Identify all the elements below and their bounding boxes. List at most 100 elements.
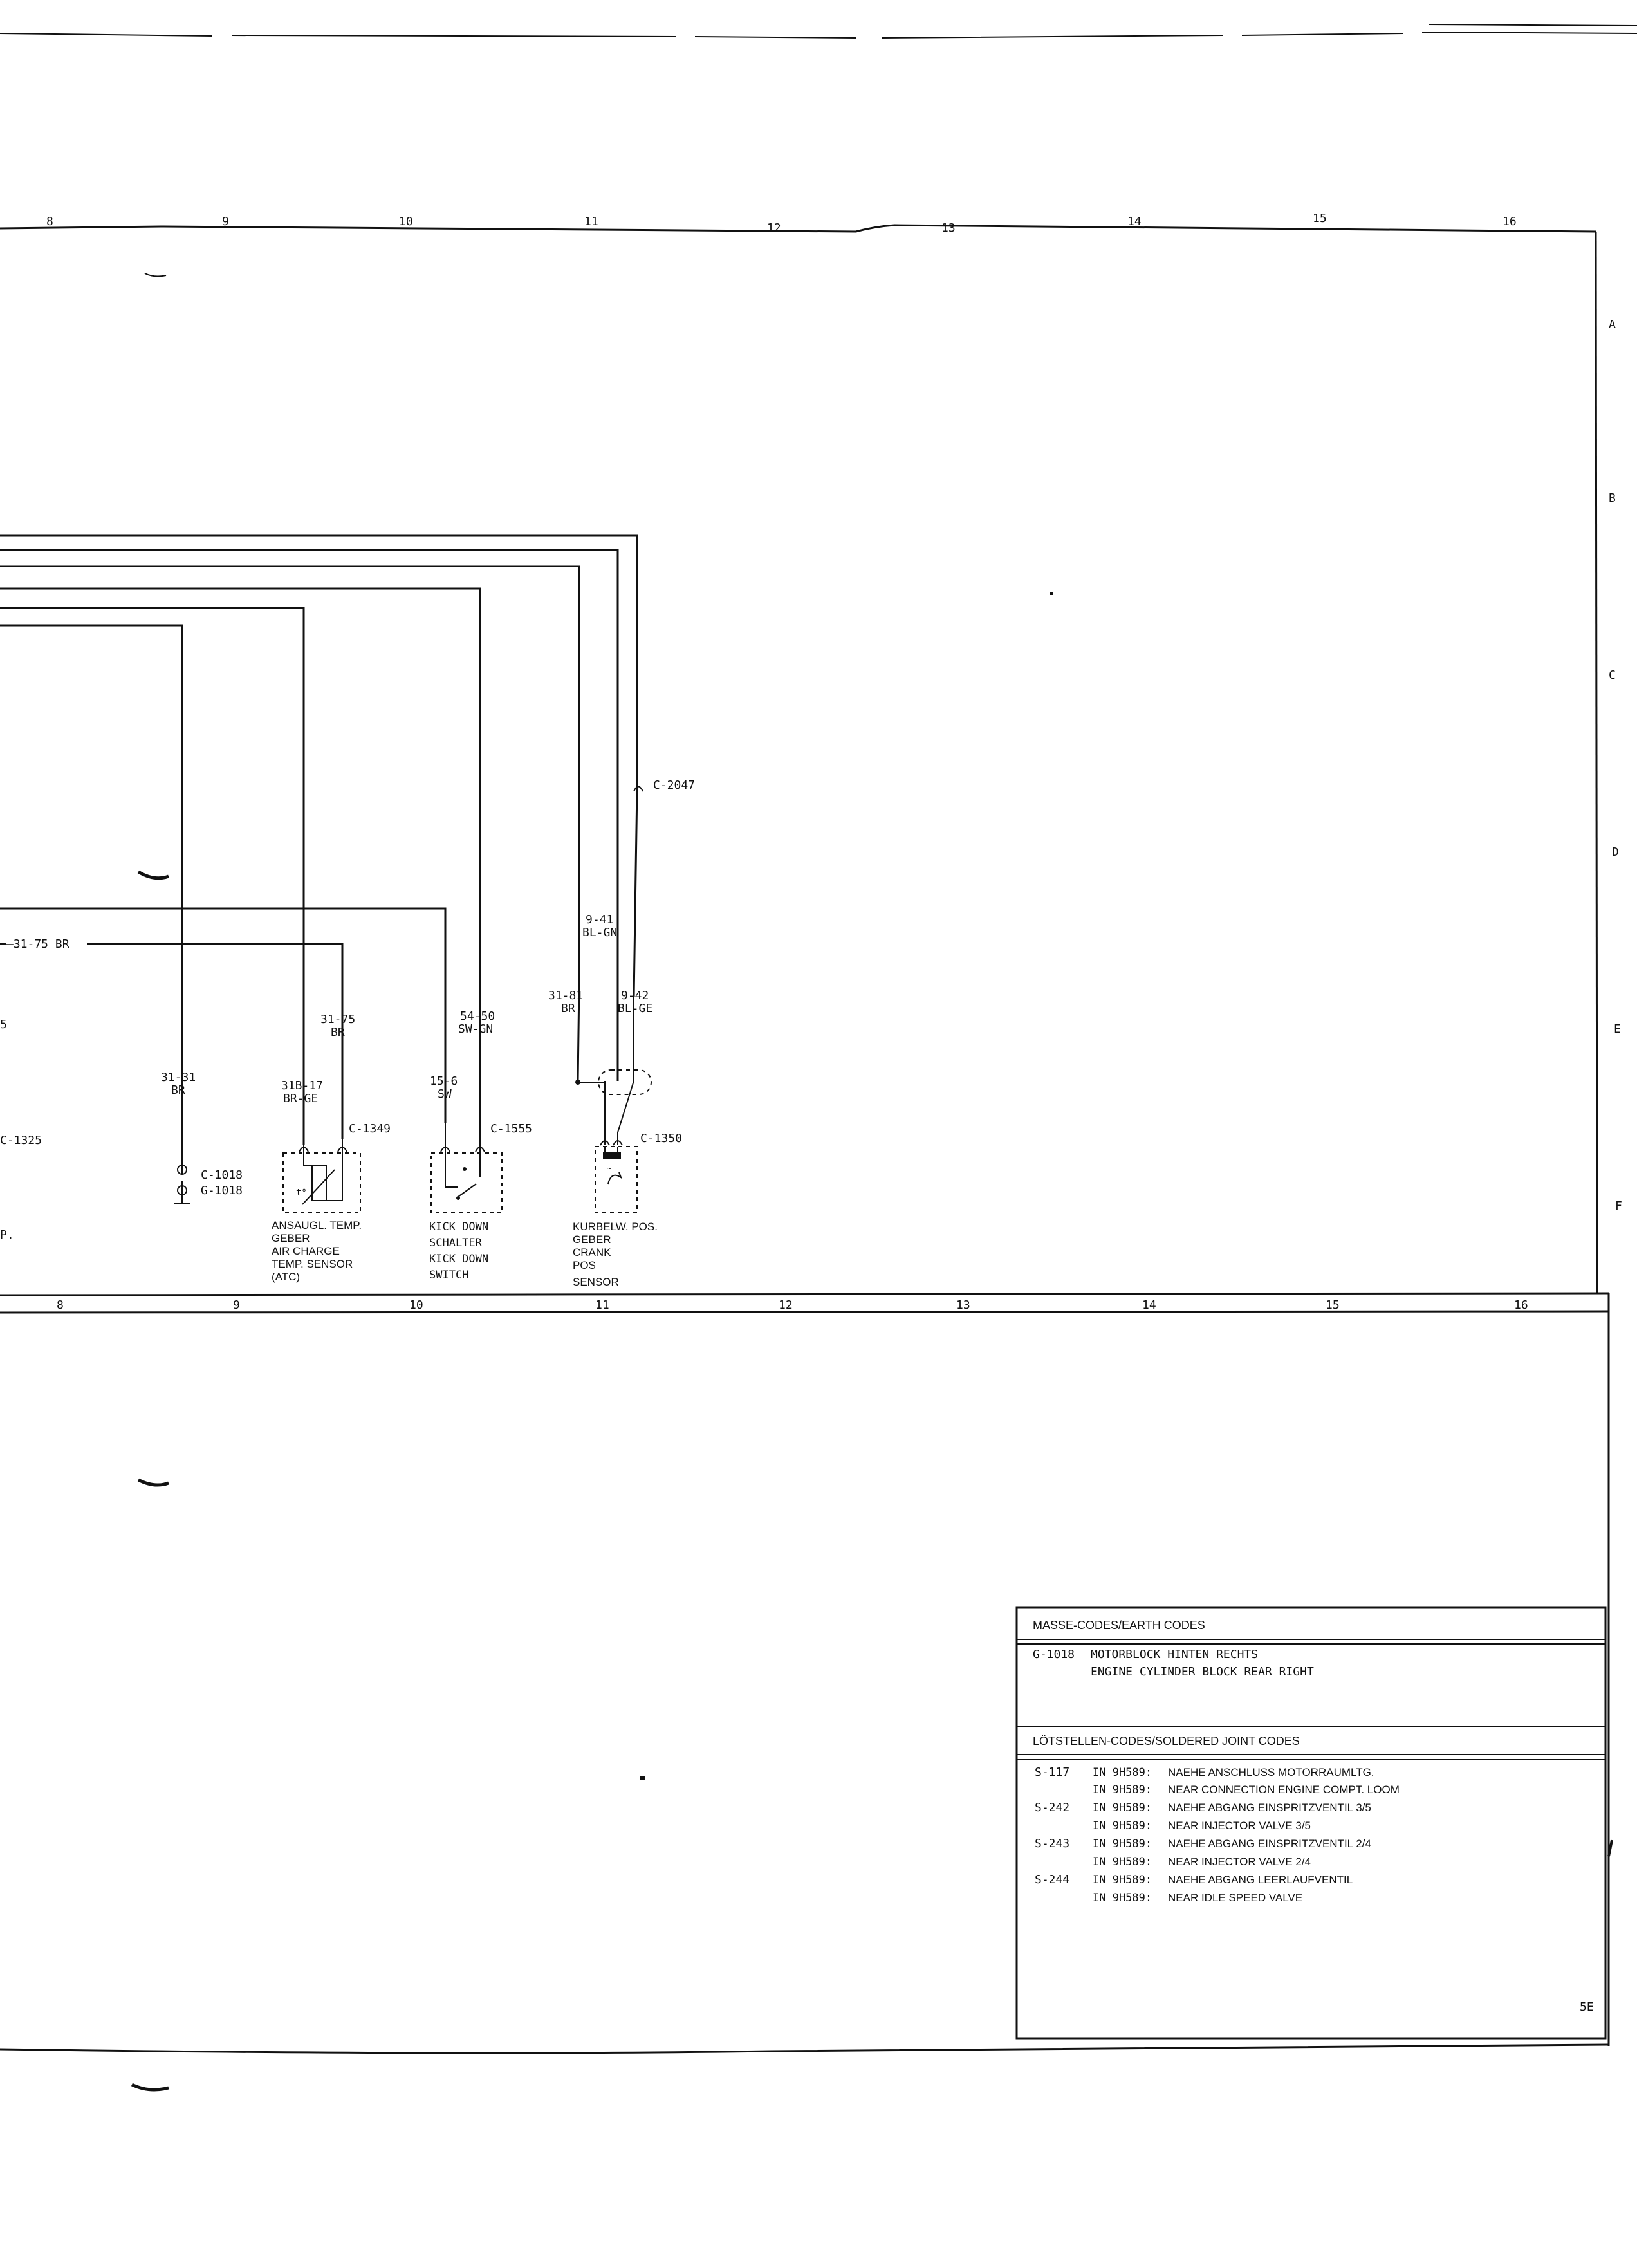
connector-c1349: C-1349 (349, 1122, 391, 1136)
kickdown-switch-symbol (430, 1147, 503, 1213)
wire-label-9-42-color: BL-GE (618, 1002, 652, 1015)
solder-text: NAEHE ANSCHLUSS MOTORRAUMLTG. (1168, 1766, 1374, 1778)
solder-loc: IN 9H589: (1093, 1874, 1152, 1886)
stub-label-p: P. (0, 1228, 14, 1242)
solder-text: NEAR IDLE SPEED VALVE (1168, 1892, 1302, 1904)
kickdown-label-4: SWITCH (429, 1269, 468, 1282)
atc-label-1: ANSAUGL. TEMP. (272, 1219, 362, 1231)
connector-c1555: C-1555 (490, 1122, 532, 1136)
wire-label-54-50-color: SW-GN (458, 1022, 493, 1036)
col-top-11: 11 (584, 215, 598, 228)
solder-codes-title: LÖTSTELLEN-CODES/SOLDERED JOINT CODES (1033, 1735, 1300, 1747)
component-labels: ANSAUGL. TEMP. GEBER AIR CHARGE TEMP. SE… (272, 1219, 658, 1288)
col-bot-9: 9 (233, 1298, 240, 1312)
wire-label-31b-17-color: BR-GE (283, 1092, 318, 1105)
solder-code: S-243 (1035, 1837, 1069, 1850)
solder-text: NEAR INJECTOR VALVE 2/4 (1168, 1856, 1311, 1868)
wire-label-54-50-code: 54-50 (460, 1010, 495, 1023)
col-bot-11: 11 (595, 1298, 609, 1312)
wire-label-9-41-code: 9-41 (586, 913, 613, 927)
atc-label-5: (ATC) (272, 1271, 300, 1283)
solder-text: NAEHE ABGANG EINSPRITZVENTIL 2/4 (1168, 1838, 1371, 1850)
wire-labels: —31-75 BR 5 P. 31-75 BR 31-31 BR 31B-17 … (0, 913, 652, 1242)
connector-c1350: C-1350 (640, 1132, 682, 1145)
solder-loc: IN 9H589: (1093, 1838, 1152, 1850)
solder-loc: IN 9H589: (1093, 1820, 1152, 1832)
wire-label-31-75-code: 31-75 (320, 1013, 355, 1026)
solder-loc: IN 9H589: (1093, 1802, 1152, 1814)
earth-codes-title: MASSE-CODES/EARTH CODES (1033, 1619, 1205, 1632)
connector-labels: C-2047 C-1325 C-1349 C-1555 C-1350 C-101… (0, 779, 695, 1197)
col-top-13: 13 (941, 221, 956, 235)
col-top-10: 10 (399, 215, 413, 228)
col-top-9: 9 (222, 215, 229, 228)
wire-label-15-6-color: SW (438, 1087, 452, 1101)
top-edge-line-2 (1428, 24, 1637, 26)
col-top-16: 16 (1503, 215, 1517, 228)
wire-label-31-75-left: —31-75 BR (6, 937, 69, 951)
crank-sensor-symbol: ~ (595, 1140, 638, 1213)
row-a: A (1609, 318, 1616, 331)
svg-text:t°: t° (296, 1188, 307, 1198)
col-bot-15: 15 (1326, 1298, 1340, 1312)
connector-g1018: G-1018 (201, 1184, 243, 1197)
row-c: C (1609, 668, 1616, 682)
solder-code: S-117 (1035, 1766, 1069, 1779)
col-bot-12: 12 (779, 1298, 793, 1312)
col-bot-13: 13 (956, 1298, 970, 1312)
solder-loc: IN 9H589: (1093, 1766, 1152, 1779)
grid-column-labels-top: 8 9 10 11 12 13 14 15 16 (46, 212, 1517, 235)
col-top-15: 15 (1313, 212, 1327, 225)
atc-label-2: GEBER (272, 1232, 310, 1244)
col-top-14: 14 (1127, 215, 1142, 228)
col-bot-10: 10 (409, 1298, 423, 1312)
wire-label-31-31-color: BR (171, 1083, 185, 1097)
solder-text: NEAR CONNECTION ENGINE COMPT. LOOM (1168, 1784, 1400, 1796)
crank-label-1: KURBELW. POS. (573, 1221, 658, 1233)
col-top-12: 12 (767, 221, 781, 235)
row-b: B (1609, 492, 1616, 505)
grid-row-labels: A B C D E F (1609, 318, 1622, 1213)
stub-label-5: 5 (0, 1018, 7, 1031)
connector-c1325: C-1325 (0, 1134, 42, 1147)
atc-label-4: TEMP. SENSOR (272, 1258, 353, 1270)
wire-label-31-81-color: BR (561, 1002, 575, 1015)
svg-text:~: ~ (607, 1164, 611, 1173)
wire-label-15-6-code: 15-6 (430, 1074, 458, 1088)
top-edge-line (0, 32, 1637, 39)
kickdown-label-1: KICK DOWN (429, 1221, 488, 1233)
wire-label-31-81-code: 31-81 (548, 989, 583, 1002)
col-bot-16: 16 (1514, 1298, 1528, 1312)
wire-harness (0, 534, 652, 1204)
solder-loc: IN 9H589: (1093, 1784, 1152, 1796)
crank-label-4: POS (573, 1259, 596, 1271)
diagram-frame (0, 224, 1610, 2054)
solder-rows: S-117 IN 9H589: NAEHE ANSCHLUSS MOTORRAU… (1035, 1766, 1400, 1904)
connector-c2047: C-2047 (653, 779, 695, 792)
solder-text: NEAR INJECTOR VALVE 3/5 (1168, 1820, 1311, 1832)
connector-c1018: C-1018 (201, 1168, 243, 1182)
crank-label-2: GEBER (573, 1233, 611, 1246)
solder-loc: IN 9H589: (1093, 1892, 1152, 1904)
earth-code: G-1018 (1033, 1648, 1075, 1661)
col-top-8: 8 (46, 215, 53, 228)
row-e: E (1614, 1022, 1621, 1036)
solder-loc: IN 9H589: (1093, 1856, 1152, 1868)
crank-label-5: SENSOR (573, 1276, 619, 1288)
kickdown-label-3: KICK DOWN (429, 1253, 488, 1266)
col-bot-8: 8 (57, 1298, 64, 1312)
wire-label-31-31-code: 31-31 (161, 1071, 196, 1084)
row-d: D (1612, 845, 1619, 859)
wire-label-31b-17-code: 31B-17 (281, 1079, 323, 1093)
earth-desc-en: ENGINE CYLINDER BLOCK REAR RIGHT (1091, 1665, 1314, 1679)
solder-text: NAEHE ABGANG LEERLAUFVENTIL (1168, 1874, 1353, 1886)
atc-sensor-symbol: t° (282, 1147, 361, 1213)
page-number: 5E (1580, 2000, 1594, 2014)
scan-artifacts (131, 273, 1613, 2092)
wire-label-31-75-color: BR (331, 1026, 345, 1039)
solder-text: NAEHE ABGANG EINSPRITZVENTIL 3/5 (1168, 1802, 1371, 1814)
wire-label-9-42-code: 9-42 (621, 989, 649, 1002)
grid-column-labels-bottom: 8 9 10 11 12 13 14 15 16 (57, 1298, 1528, 1312)
wire-label-9-41-color: BL-GN (582, 926, 617, 939)
